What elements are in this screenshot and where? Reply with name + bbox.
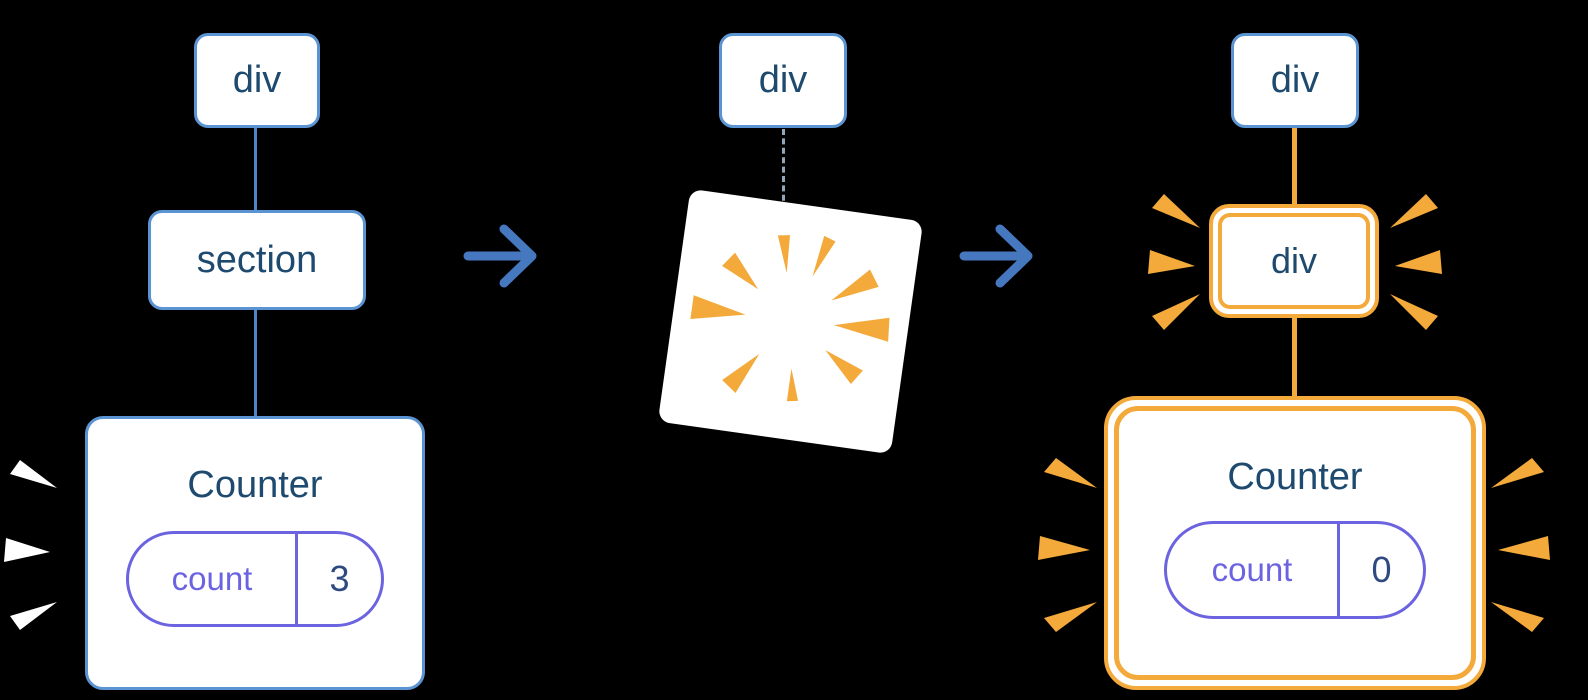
node-div-root-deleted: div xyxy=(719,33,847,128)
component-title: Counter xyxy=(1227,456,1363,498)
node-label: div xyxy=(232,59,282,101)
state-key-label: count xyxy=(171,560,253,597)
component-title: Counter xyxy=(187,464,323,506)
node-div-new-inner: div xyxy=(1218,213,1370,309)
node-div-root-after: div xyxy=(1231,33,1359,128)
state-value: 3 xyxy=(329,558,350,599)
counter-component-before: Counter count 3 xyxy=(85,416,425,690)
node-label: section xyxy=(196,238,318,281)
node-label: div xyxy=(1270,240,1318,281)
burst-rays-icon xyxy=(690,235,890,402)
node-div-new: div xyxy=(1209,204,1379,318)
arrow-right-icon xyxy=(463,224,537,288)
counter-component-after: Counter count 0 xyxy=(1104,396,1486,690)
node-label: div xyxy=(758,59,808,101)
poof-burst-icon xyxy=(657,188,924,455)
pill-divider xyxy=(1337,524,1340,616)
state-value: 0 xyxy=(1371,549,1392,590)
arrow-right-icon xyxy=(959,224,1033,288)
connector-div-to-counter-orange xyxy=(1292,318,1297,398)
dashed-connector xyxy=(782,129,785,229)
connector-section-to-counter xyxy=(254,310,257,417)
orange-spark-icon xyxy=(1148,194,1442,330)
node-section: section xyxy=(148,210,366,310)
orange-spark-icon xyxy=(1038,458,1097,632)
connector-root-to-div-orange xyxy=(1292,128,1297,206)
state-pill-after: count 0 xyxy=(1164,521,1426,619)
white-spark-icon xyxy=(4,460,57,630)
connector-root-to-section xyxy=(254,128,257,212)
pill-divider xyxy=(295,534,298,624)
counter-component-after-inner: Counter count 0 xyxy=(1114,406,1476,680)
orange-spark-icon xyxy=(1491,458,1550,632)
node-label: div xyxy=(1270,59,1320,101)
state-pill-before: count 3 xyxy=(126,531,384,627)
state-key-label: count xyxy=(1211,551,1293,588)
node-div-root-before: div xyxy=(194,33,320,128)
